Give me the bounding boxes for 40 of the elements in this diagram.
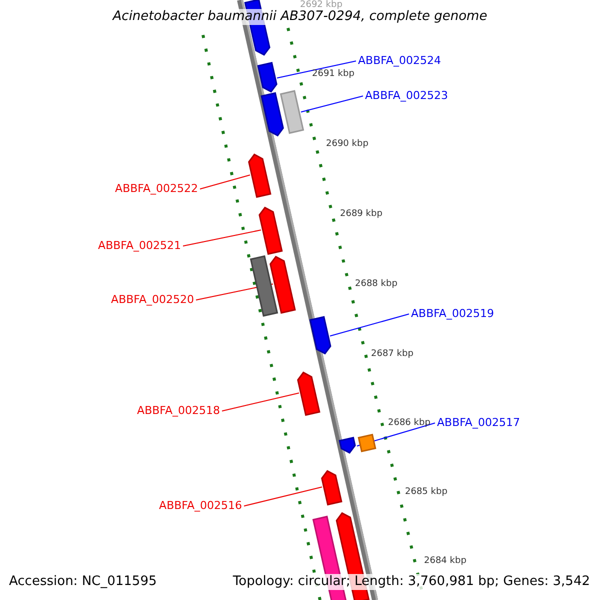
gene-label: ABBFA_002516	[159, 499, 242, 512]
gene-block	[358, 434, 376, 452]
gene-feature	[260, 92, 284, 136]
scale-label: 2685 kbp	[405, 487, 448, 498]
gene-block	[280, 90, 304, 134]
leader-line	[300, 96, 364, 112]
leader-line	[222, 392, 300, 412]
gene-label: ABBFA_002521	[98, 239, 181, 252]
gene-label: ABBFA_002519	[411, 307, 494, 320]
scale-label: 2689 kbp	[340, 209, 382, 220]
gene-label: ABBFA_002517	[437, 416, 520, 429]
leader-line	[244, 486, 322, 506]
gene-label: ABBFA_002523	[365, 89, 448, 102]
gene-feature	[270, 256, 296, 314]
gene-feature	[321, 470, 342, 506]
gene-feature	[338, 436, 356, 454]
scale-label: 2687 kbp	[371, 349, 414, 360]
leader-line	[276, 60, 356, 78]
info-text: Accession: NC_011595	[7, 574, 159, 590]
gene-feature	[297, 372, 320, 416]
leader-line	[200, 174, 250, 190]
gene-label: ABBFA_002524	[358, 54, 441, 67]
gene-feature	[258, 206, 283, 255]
scale-label: 2692 kbp	[300, 0, 342, 10]
gene-feature	[257, 62, 278, 93]
scale-label: 2690 kbp	[326, 139, 368, 150]
leader-line	[356, 422, 436, 446]
gene-label: ABBFA_002520	[111, 293, 194, 306]
gene-feature	[309, 316, 332, 355]
scale-label: 2684 kbp	[424, 556, 466, 567]
scale-label: 2691 kbp	[312, 69, 354, 80]
gene-block	[250, 255, 278, 317]
leader-line	[330, 314, 410, 336]
gene-feature	[248, 154, 272, 198]
gene-label: ABBFA_002518	[137, 404, 220, 417]
gene-label: ABBFA_002522	[115, 182, 198, 195]
scale-label: 2688 kbp	[355, 279, 398, 290]
info-text: Topology: circular; Length: 3,760,981 bp; Genes: 3,542	[230, 574, 592, 590]
leader-line	[182, 230, 262, 246]
scale-label: 2686 kbp	[388, 418, 430, 429]
